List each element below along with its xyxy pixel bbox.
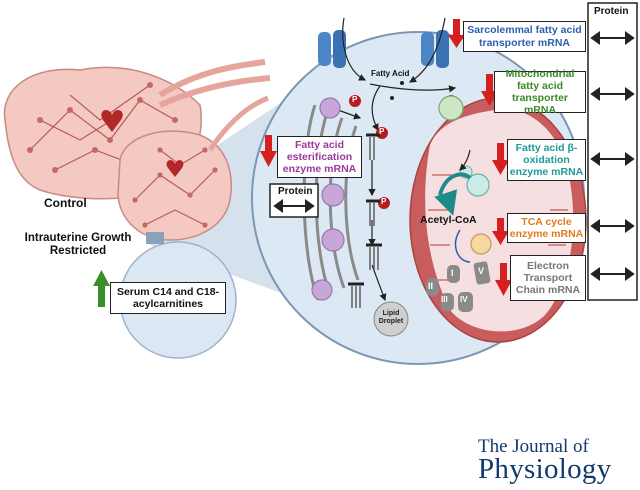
protein-column-header: Protein (594, 6, 629, 17)
phosphate-label: P (381, 197, 387, 206)
complex-label: II (428, 281, 434, 291)
journal-title-line1: The Journal of (478, 436, 589, 457)
etc-mrna-box: Electron Transport Chain mRNA (510, 255, 586, 301)
etc-complexes (426, 261, 491, 312)
control-label: Control (44, 196, 87, 210)
double-arrow-icon (590, 152, 635, 166)
acetyl-coa-label: Acetyl-CoA (420, 214, 477, 226)
esterification-mrna-box: Fatty acid esterification enzyme mRNA (277, 136, 362, 178)
phosphate-label: P (352, 95, 358, 104)
beta-oxidation-cycle (434, 149, 490, 216)
journal-title-line2: Physiology (478, 453, 612, 485)
double-arrow-icon (590, 267, 635, 281)
complex-label: V (478, 266, 485, 276)
mito-transporter (438, 95, 464, 121)
blood-vessel-icon (146, 232, 164, 244)
complex-label: I (451, 268, 454, 278)
iugr-label: Intrauterine Growth Restricted (24, 232, 132, 257)
complex-label: III (441, 295, 448, 304)
double-arrow-icon (590, 219, 635, 233)
esterification-enzymes (311, 97, 345, 301)
double-arrow-icon (273, 199, 315, 213)
down-arrow-icon (448, 19, 465, 48)
down-arrow-icon (495, 263, 512, 296)
serum-acylcarnitines-box: Serum C14 and C18-acylcarnitines (110, 282, 226, 314)
protein-column (587, 2, 638, 301)
heart-icon (101, 109, 123, 132)
lipid-droplet (373, 301, 409, 337)
glycerol-heads (348, 133, 382, 286)
iugr-placenta (117, 95, 269, 241)
double-arrow-icon (590, 87, 635, 101)
fatty-acid-label: Fatty Acid (371, 69, 410, 78)
protein-column-arrows (590, 31, 635, 281)
phosphate-label: P (379, 127, 385, 136)
lipid-tails (351, 137, 379, 308)
lipid-droplet-label: Lipid Droplet (378, 310, 404, 325)
complex-label: IV (460, 295, 468, 304)
down-arrow-icon (492, 143, 509, 175)
double-arrow-icon (590, 31, 635, 45)
protein-box (269, 183, 319, 218)
beta-oxidation-mrna-box: Fatty acid β-oxidation enzyme mRNA (507, 139, 586, 181)
sarcolemmal-transporter-mrna-box: Sarcolemmal fatty acid transporter mRNA (463, 21, 586, 52)
down-arrow-icon (260, 135, 277, 167)
mitochondrial-transporter-mrna-box: Mitochondrial fatty acid transporter mRN… (494, 68, 586, 116)
down-arrow-icon (481, 74, 498, 106)
tca-cycle-mrna-box: TCA cycle enzyme mRNA (507, 213, 586, 243)
decrease-arrows (260, 19, 512, 296)
up-arrow-icon (93, 270, 110, 307)
tca-arrow (454, 229, 471, 263)
down-arrow-icon (492, 218, 509, 245)
heart-icon (166, 160, 184, 177)
tca-enzyme (470, 233, 492, 255)
protein-box-label: Protein (278, 186, 313, 197)
